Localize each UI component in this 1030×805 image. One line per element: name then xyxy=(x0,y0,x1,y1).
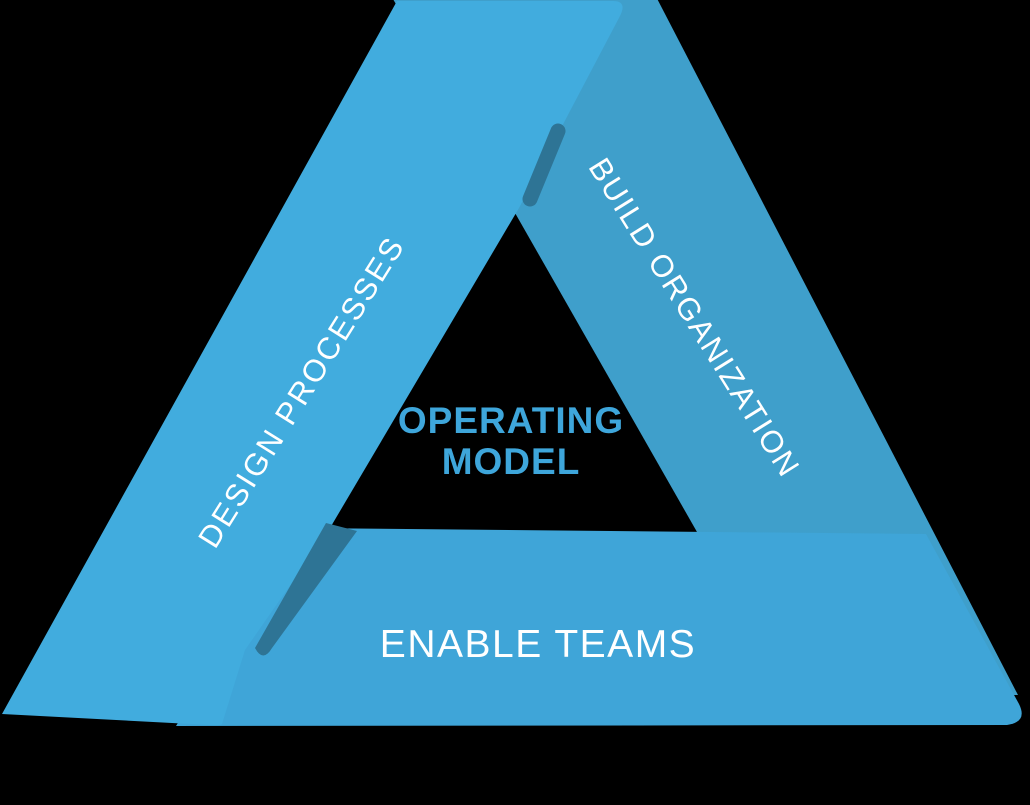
left-band xyxy=(2,0,623,726)
right-band xyxy=(393,0,1018,695)
center-title: OPERATING MODEL xyxy=(398,400,624,482)
bottom-band xyxy=(176,528,1022,726)
center-title-line1: OPERATING xyxy=(397,400,625,441)
center-title-line2: MODEL xyxy=(441,441,581,482)
apex-fold-shadow xyxy=(522,123,566,207)
bottom-side-label: ENABLE TEAMS xyxy=(379,623,697,666)
bottom-left-fold-shadow xyxy=(255,523,357,656)
